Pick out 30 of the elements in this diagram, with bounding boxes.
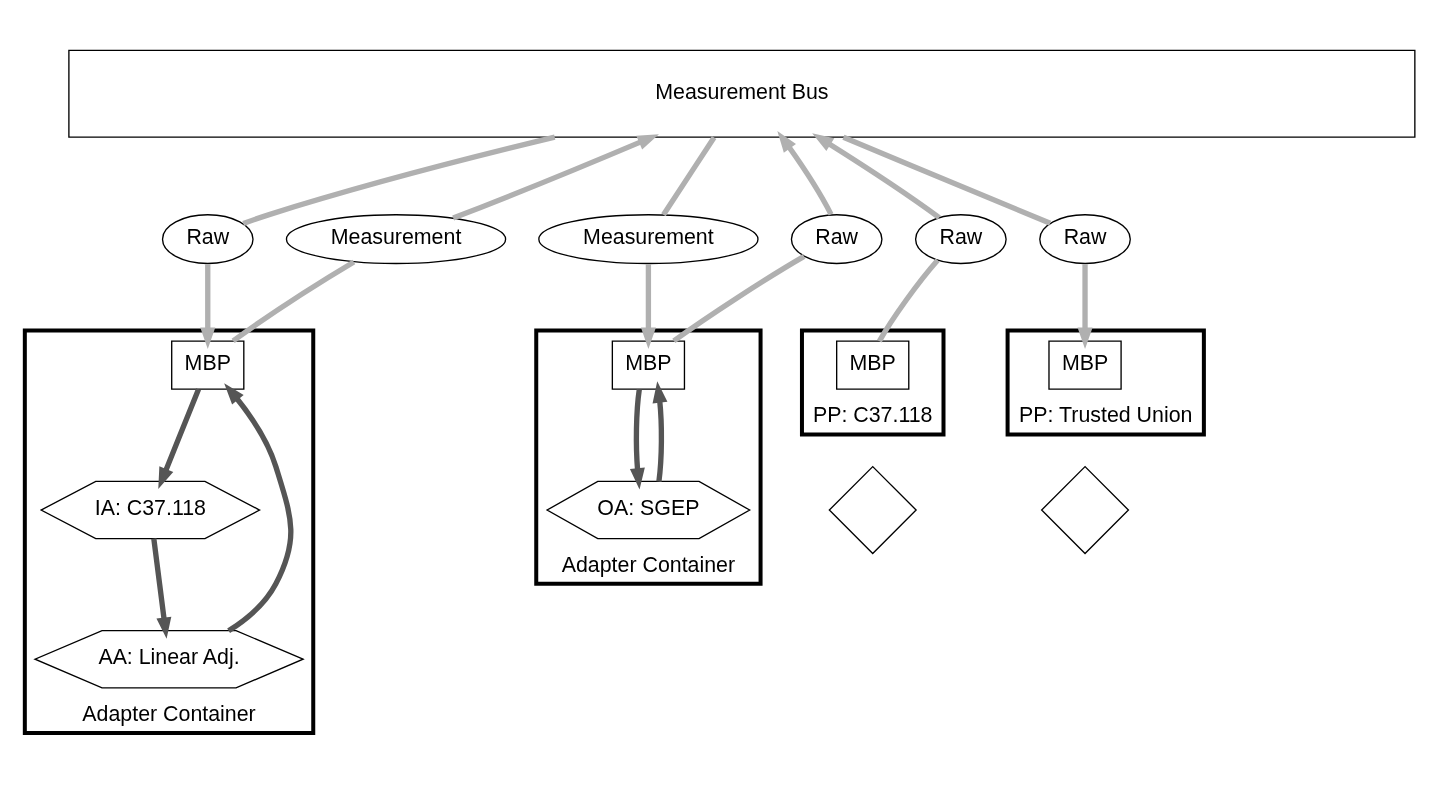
node-ellipse: Raw (790, 213, 883, 264)
connector (242, 134, 556, 226)
arrow (1077, 263, 1093, 349)
connector (842, 134, 1052, 226)
arrow (629, 388, 645, 490)
connector (661, 135, 717, 216)
arrow (652, 380, 668, 482)
arrow (812, 132, 941, 220)
arrow (151, 537, 172, 639)
connector (672, 253, 806, 343)
node-box: MBP (1048, 339, 1122, 390)
arrow (158, 387, 201, 489)
connector (231, 259, 356, 343)
node-ellipse: Raw (1039, 213, 1131, 264)
node-ellipse: Measurement (285, 213, 507, 264)
arrow (200, 263, 216, 349)
connector (877, 258, 940, 342)
arrow (452, 133, 659, 221)
arrow (640, 263, 656, 349)
node-ellipse: Measurement (538, 213, 759, 264)
arrow (224, 382, 294, 633)
node-box: MBP (611, 339, 686, 390)
arrow (777, 130, 834, 216)
node-box: MBP (171, 339, 245, 390)
node-ellipse: Raw (914, 213, 1007, 264)
node-ellipse: Raw (161, 213, 254, 264)
node-diamond (1040, 465, 1130, 554)
node-box: MBP (836, 339, 910, 390)
node-diamond (828, 465, 918, 554)
node-box: Measurement Bus (68, 49, 1416, 138)
